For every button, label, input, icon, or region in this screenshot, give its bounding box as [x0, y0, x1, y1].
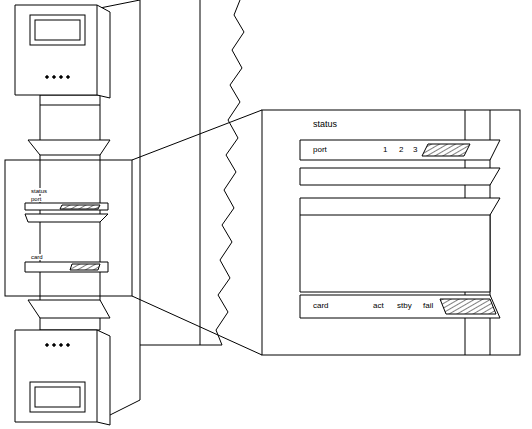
led-label: card — [312, 302, 330, 310]
section-heading: status — [312, 120, 338, 129]
led-label: card — [30, 254, 44, 260]
led-label: port — [312, 146, 328, 154]
led-label: port — [30, 196, 42, 202]
led-label: act — [372, 302, 385, 310]
port-number: 3 — [412, 146, 418, 154]
port-number: 2 — [398, 146, 404, 154]
led-label: stby — [396, 302, 413, 310]
led-label: fail — [422, 302, 434, 310]
port-number: 1 — [382, 146, 388, 154]
section-heading: status — [30, 188, 48, 194]
